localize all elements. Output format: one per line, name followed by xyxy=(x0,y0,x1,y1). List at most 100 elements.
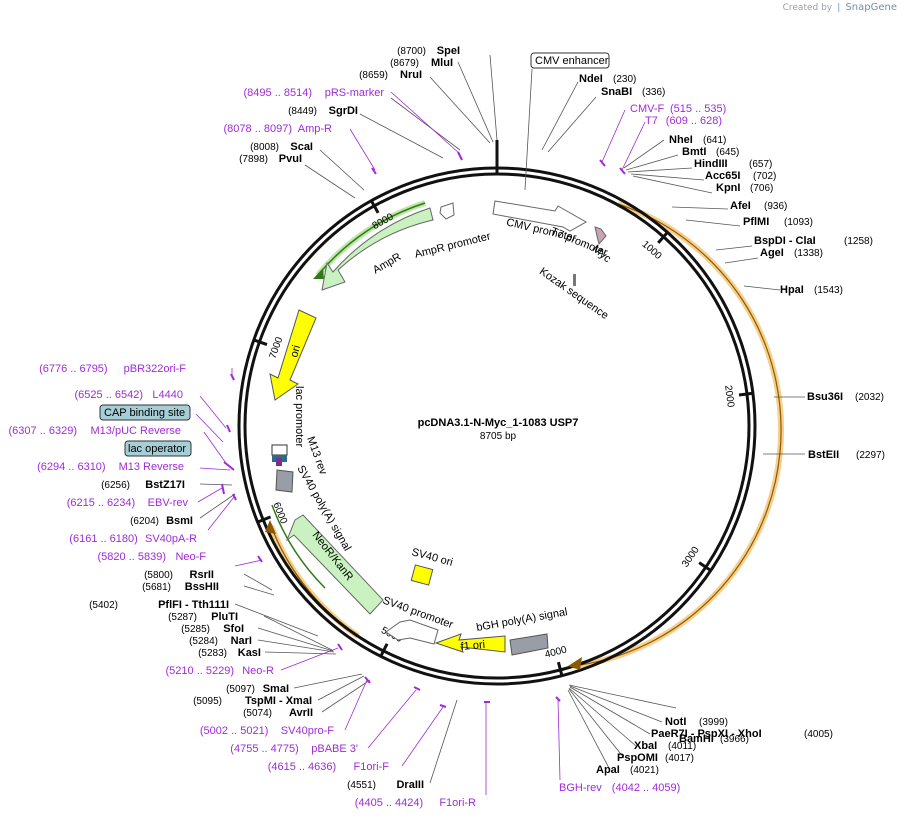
primer-position: (6776 .. 6795) xyxy=(39,363,108,375)
restriction-site-label[interactable]: Acc65I(702) xyxy=(705,170,776,182)
site-position: (4011) xyxy=(668,741,696,752)
site-position: (6256) xyxy=(101,480,130,491)
restriction-site-label[interactable]: RsrII(5800) xyxy=(144,569,214,581)
restriction-site-label[interactable]: PvuI(7898) xyxy=(239,153,302,165)
site-name: PspOMI xyxy=(617,752,658,764)
primer-label[interactable]: T7(609 .. 628) xyxy=(645,115,722,127)
site-position: (5097) xyxy=(226,684,255,695)
primer-markers xyxy=(221,151,626,708)
restriction-site-label[interactable]: ApaI(4021) xyxy=(596,764,659,776)
primer-position: (5210 .. 5229) xyxy=(166,665,235,677)
restriction-site-label[interactable]: NotI(3999) xyxy=(665,716,728,728)
restriction-site-label[interactable]: PluTI(5287) xyxy=(168,611,238,623)
restriction-site-label[interactable]: HpaI(1543) xyxy=(780,284,843,296)
site-position: (2297) xyxy=(856,450,885,461)
restriction-site-label[interactable]: XbaI(4011) xyxy=(634,740,696,752)
restriction-site-label[interactable]: DraIII(4551) xyxy=(347,779,424,791)
restriction-site-label[interactable]: BstEII(2297) xyxy=(808,449,885,461)
primer-label[interactable]: Neo-R(5210 .. 5229) xyxy=(166,665,275,677)
restriction-site-label[interactable]: ScaI(8008) xyxy=(250,141,313,153)
restriction-site-label[interactable]: AfeI(936) xyxy=(730,200,787,212)
primer-label[interactable]: M13/pUC Reverse(6307 .. 6329) xyxy=(9,425,182,437)
restriction-site-label[interactable]: BmtI (645) xyxy=(682,146,739,158)
primer-label[interactable]: Amp-R(8078 .. 8097) xyxy=(224,123,333,135)
primer-position: (6161 .. 6180) xyxy=(69,533,138,545)
tick-mark xyxy=(698,561,712,572)
primer-label[interactable]: pRS-marker(8495 .. 8514) xyxy=(244,87,385,99)
primer-label[interactable]: L4440(6525 .. 6542) xyxy=(75,389,184,401)
restriction-site-label[interactable]: SnaBI(336) xyxy=(601,86,665,98)
site-position: (5285) xyxy=(181,624,210,635)
restriction-site-label[interactable]: BspDI - ClaI(1258) xyxy=(754,235,873,247)
primer-position: (6525 .. 6542) xyxy=(75,389,144,401)
primer-label[interactable]: F1ori-R(4405 .. 4424) xyxy=(355,797,476,809)
restriction-site-label[interactable]: NheI(641) xyxy=(669,134,726,146)
restriction-site-label[interactable]: KpnI(706) xyxy=(716,182,773,194)
feature-amp-r-arrow xyxy=(321,207,434,291)
restriction-site-label[interactable]: AgeI(1338) xyxy=(760,247,823,259)
site-name: NdeI xyxy=(579,73,603,85)
restriction-site-label[interactable]: BsmI(6204) xyxy=(130,515,193,527)
restriction-site-label[interactable]: PaeR7I - PspXI - XhoI(4005) xyxy=(651,728,833,740)
primer-position: (5002 .. 5021) xyxy=(200,725,269,737)
restriction-site-label[interactable]: HindIII (657) xyxy=(694,158,772,170)
site-position: (4551) xyxy=(347,780,376,791)
site-position: (336) xyxy=(642,87,665,98)
restriction-site-label[interactable]: TspMI - XmaI(5095) xyxy=(193,695,312,707)
restriction-site-label[interactable]: Bsu36I(2032) xyxy=(807,391,884,403)
restriction-site-label[interactable]: KasI(5283) xyxy=(198,647,261,659)
primer-label[interactable]: EBV-rev(6215 .. 6234) xyxy=(67,497,189,509)
tick-mark xyxy=(257,515,272,524)
primer-label[interactable]: Neo-F(5820 .. 5839) xyxy=(98,551,207,563)
feature-label-lac-promoter: lac promoter xyxy=(293,386,305,447)
primer-label[interactable]: F1ori-F(4615 .. 4636) xyxy=(268,761,390,773)
site-position: (5287) xyxy=(168,612,197,623)
restriction-site-label[interactable]: BstZ17I(6256) xyxy=(101,479,185,491)
primer-label[interactable]: pBABE 3'(4755 .. 4775) xyxy=(230,743,358,755)
site-name: NarI xyxy=(231,635,252,647)
restriction-site-label[interactable]: MluI(8679) xyxy=(390,57,453,69)
site-position: (5284) xyxy=(189,636,218,647)
primer-name: pBR322ori-F xyxy=(124,363,187,375)
restriction-site-label[interactable]: AvrII(5074) xyxy=(243,707,313,719)
svg-text:CMV enhancer: CMV enhancer xyxy=(535,55,609,67)
site-name: AfeI xyxy=(730,200,751,212)
restriction-site-label[interactable]: PspOMI(4017) xyxy=(617,752,694,764)
restriction-site-label[interactable]: NruI(8659) xyxy=(359,69,422,81)
site-position: (5283) xyxy=(198,648,227,659)
primer-label[interactable]: SV40pro-F(5002 .. 5021) xyxy=(200,725,334,737)
primer-label[interactable]: pBR322ori-F (6776 .. 6795) xyxy=(39,363,186,375)
feature-neo-arrow xyxy=(285,514,384,615)
site-position: (645) xyxy=(716,147,739,158)
restriction-site-label[interactable]: SfoI (5285) xyxy=(181,623,244,635)
restriction-site-label[interactable]: SmaI(5097) xyxy=(226,683,289,695)
site-position: (706) xyxy=(750,183,773,194)
restriction-site-label[interactable]: NdeI(230) xyxy=(579,73,636,85)
restriction-site-label[interactable]: SpeI(8700) xyxy=(397,45,460,57)
site-name: Bsu36I xyxy=(807,391,843,403)
restriction-site-label[interactable]: SgrDI(8449) xyxy=(288,105,358,117)
site-name: HindIII xyxy=(694,158,728,170)
site-name: SfoI xyxy=(223,623,244,635)
site-position: (5095) xyxy=(193,696,222,707)
site-position: (8449) xyxy=(288,106,317,117)
tick-label: 6000 xyxy=(270,501,289,526)
site-position: (702) xyxy=(753,171,776,182)
primer-label[interactable]: M13 Reverse(6294 .. 6310) xyxy=(37,461,184,473)
site-position: (4005) xyxy=(804,729,833,740)
primer-label[interactable]: BGH-rev(4042 .. 4059) xyxy=(559,782,680,794)
restriction-site-label[interactable]: BssHII(5681) xyxy=(142,581,219,593)
primer-label[interactable]: SV40pA-R(6161 .. 6180) xyxy=(69,533,197,545)
primer-label[interactable]: CMV-F(515 .. 535) xyxy=(630,103,726,115)
restriction-site-label[interactable]: PflMI(1093) xyxy=(743,216,813,228)
site-name: BmtI xyxy=(682,146,706,158)
tick-mark xyxy=(657,231,669,244)
restriction-site-label[interactable]: NarI (5284) xyxy=(189,635,252,647)
leader-lines xyxy=(199,54,805,784)
restriction-site-label[interactable]: BamHI(3966) xyxy=(679,733,749,745)
feature-ori-arrow xyxy=(269,309,317,401)
site-position: (657) xyxy=(749,159,772,170)
restriction-site-label[interactable]: PflFI - Tth111I(5402) xyxy=(89,599,229,611)
feature-ampr-promoter-arrow xyxy=(439,202,455,220)
site-position: (1093) xyxy=(784,217,813,228)
